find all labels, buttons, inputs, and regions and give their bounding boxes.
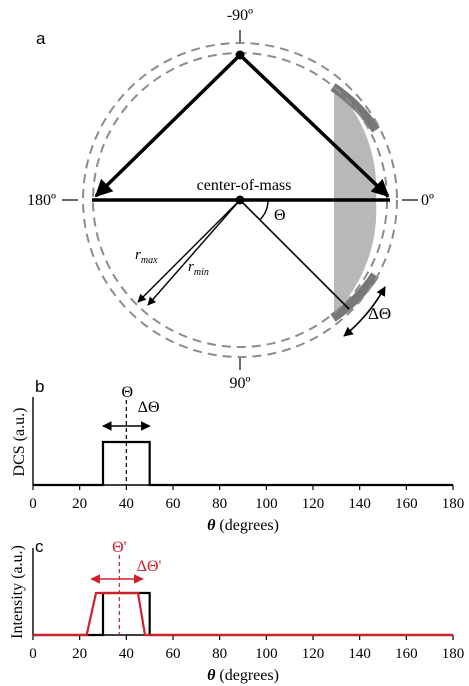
- x-tick-label: 60: [166, 496, 181, 512]
- panel-c-xlabel-symbol: θ: [207, 667, 216, 684]
- x-tick-label: 160: [395, 496, 418, 512]
- x-tick-label: 120: [302, 496, 325, 512]
- panel-b-xlabel-rest: (degrees): [215, 517, 279, 534]
- delta-theta-arrow: [343, 286, 386, 337]
- x-tick-label: 0: [29, 496, 37, 512]
- theta-direction-line: [239, 199, 350, 310]
- x-tick-label: 100: [255, 646, 278, 662]
- delta-theta-label: ΔΘ: [368, 304, 391, 323]
- panel-b-ticks: 0 20 40 60 80 100 120 140 160 180: [29, 485, 464, 512]
- x-tick-label: 100: [255, 496, 278, 512]
- panel-a-label: a: [36, 29, 46, 48]
- panel-c-theta-prime-label: Θ': [112, 539, 127, 556]
- angle-top-label: -90º: [227, 7, 253, 24]
- panel-c-xlabel: θ (degrees): [207, 667, 279, 684]
- angle-right-label: 0º: [421, 192, 434, 209]
- panel-c-label: c: [35, 537, 44, 556]
- panel-b-label: b: [35, 377, 44, 396]
- arrow-top-to-right: [238, 53, 390, 198]
- panel-c: c Intensity (a.u.) 0 20 40 60 80 100 120 140 160…: [9, 537, 464, 684]
- series-line: [33, 591, 453, 637]
- x-tick-label: 180: [442, 496, 465, 512]
- r-max-label: rmax: [135, 247, 158, 266]
- r-min-main: r: [188, 259, 194, 275]
- panel-b-ylabel: DCS (a.u.): [11, 408, 28, 477]
- center-of-mass-label: center-of-mass: [197, 177, 292, 194]
- x-tick-label: 20: [72, 646, 87, 662]
- x-tick-label: 140: [348, 496, 371, 512]
- panel-c-ticks: 0 20 40 60 80 100 120 140 160 180: [29, 635, 464, 662]
- dashed-circle-outer: [82, 42, 398, 358]
- panel-b-theta-label: Θ: [122, 384, 134, 401]
- x-tick-label: 0: [29, 646, 37, 662]
- x-tick-label: 140: [348, 646, 371, 662]
- x-tick-label: 60: [166, 646, 181, 662]
- panel-c-series: [33, 591, 453, 637]
- panel-b-xlabel-symbol: θ: [207, 517, 216, 534]
- panel-c-delta-theta-prime-label: ΔΘ': [137, 558, 162, 575]
- theta-label: Θ: [274, 207, 286, 224]
- angle-bottom-label: 90º: [230, 375, 251, 392]
- panel-b-delta-theta-label: ΔΘ: [138, 399, 160, 416]
- x-tick-label: 180: [442, 646, 465, 662]
- x-tick-label: 40: [119, 496, 134, 512]
- panel-c-xlabel-rest: (degrees): [215, 667, 279, 684]
- series-line: [33, 440, 453, 487]
- arrow-top-to-left: [94, 53, 242, 198]
- panel-b-xlabel: θ (degrees): [207, 517, 279, 534]
- x-tick-label: 80: [212, 646, 227, 662]
- r-max-sub: max: [141, 255, 158, 266]
- x-tick-label: 20: [72, 496, 87, 512]
- panel-c-ylabel: Intensity (a.u.): [9, 545, 26, 639]
- r-max-main: r: [135, 247, 141, 263]
- x-tick-label: 40: [119, 646, 134, 662]
- x-tick-label: 120: [302, 646, 325, 662]
- x-tick-label: 80: [212, 496, 227, 512]
- r-min-label: rmin: [188, 259, 209, 278]
- x-tick-label: 160: [395, 646, 418, 662]
- angle-left-label: 180º: [27, 192, 56, 209]
- top-vertex-dot: [235, 50, 245, 60]
- r-min-arrow: [147, 199, 241, 306]
- series-line-red: [33, 591, 453, 637]
- r-max-arrow: [137, 199, 241, 303]
- panel-b-series: [33, 440, 453, 487]
- r-min-sub: min: [194, 267, 209, 278]
- panel-a: a -90º 0º 180º 90º center-o: [27, 7, 434, 392]
- theta-arc: [259, 199, 269, 221]
